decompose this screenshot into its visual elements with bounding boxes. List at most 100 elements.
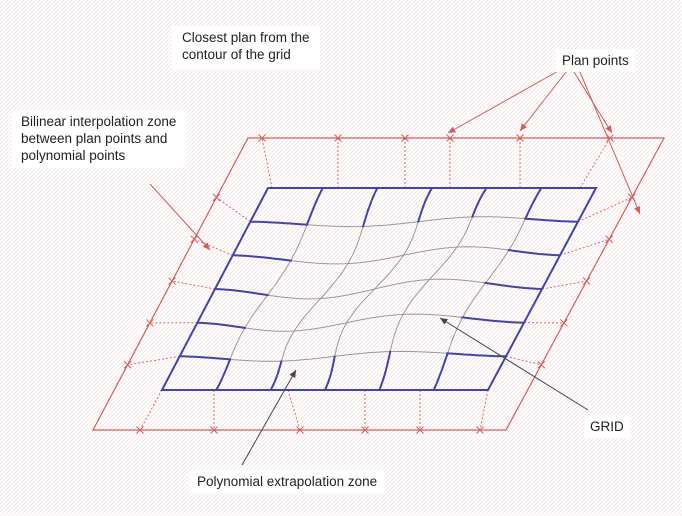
hatch-line — [439, 273, 682, 516]
hatch-line — [0, 0, 281, 281]
hatch-line — [0, 0, 477, 477]
hatch-line — [0, 0, 385, 385]
hatch-line — [0, 0, 89, 89]
hatch-line — [0, 0, 469, 469]
bilinear-zone-label: Bilinear interpolation zone between plan… — [12, 110, 187, 168]
hatch-line — [0, 0, 157, 157]
hatch-line — [0, 0, 201, 201]
hatch-line — [435, 269, 682, 516]
interpolation-link — [479, 389, 489, 431]
hatch-line — [0, 0, 129, 129]
extrapolated-segment — [471, 187, 488, 218]
hatch-line — [0, 0, 417, 417]
hatch-line — [0, 0, 321, 321]
hatch-line — [0, 0, 381, 381]
hatch-line — [0, 0, 105, 105]
hatch-line — [0, 0, 121, 121]
hatch-line — [0, 0, 353, 353]
hatch-line — [0, 0, 329, 329]
hatch-line — [0, 0, 205, 205]
plan-point-marker — [168, 277, 176, 285]
interpolation-link — [505, 355, 542, 366]
hatch-line — [0, 0, 409, 409]
plan-point-marker — [210, 426, 218, 434]
hatch-line — [0, 0, 301, 301]
plan-point-marker — [560, 319, 568, 327]
hatch-line — [0, 0, 261, 261]
bilinear-zone-label-line: between plan points and — [21, 131, 168, 146]
hatch-line — [487, 321, 682, 516]
hatch-line — [0, 0, 317, 317]
hatch-line — [0, 0, 145, 145]
grid-curve — [214, 278, 543, 300]
extrapolated-segment — [507, 248, 561, 257]
plan-points-pointer-head — [634, 206, 641, 214]
hatch-line — [0, 0, 269, 269]
hatch-line — [0, 0, 169, 169]
plan-point-marker — [446, 134, 454, 142]
plan-point-marker — [136, 426, 144, 434]
bilinear-zone-pointer-head — [202, 242, 210, 250]
hatch-line — [0, 0, 377, 377]
extrapolated-segment — [446, 352, 507, 358]
bilinear-zone-label-line: Bilinear interpolation zone — [21, 114, 177, 129]
hatch-line — [0, 0, 389, 389]
hatch-line — [0, 0, 365, 365]
plan-point-marker — [537, 360, 546, 369]
hatch-line — [0, 0, 225, 225]
interpolation-link — [127, 355, 180, 366]
hatch-line — [579, 413, 682, 516]
hatch-line — [431, 265, 682, 516]
extrapolated-segment — [378, 350, 392, 391]
hatch-line — [563, 397, 682, 516]
hatch-line — [0, 0, 449, 449]
hatch-line — [0, 0, 509, 509]
hatch-line — [0, 0, 453, 453]
hatch-line — [0, 0, 197, 197]
hatch-line — [0, 0, 425, 425]
hatch-line — [0, 0, 373, 373]
interpolation-link — [541, 280, 587, 290]
hatch-line — [447, 281, 682, 516]
hatch-line — [0, 0, 397, 397]
hatch-line — [0, 0, 349, 349]
hatch-line — [0, 0, 173, 173]
hatch-line — [0, 0, 297, 297]
plan-points-pointer — [447, 69, 561, 134]
hatch-line — [0, 0, 405, 405]
hatch-line — [0, 0, 221, 221]
hatch-line — [587, 421, 682, 516]
hatch-line — [423, 257, 682, 516]
hatch-line — [0, 0, 181, 181]
hatch-line — [0, 0, 109, 109]
hatch-line — [0, 0, 253, 253]
plan-point-marker — [605, 235, 614, 244]
hatch-line — [0, 0, 229, 229]
hatch-line — [0, 0, 113, 113]
plan-point-marker — [334, 134, 342, 142]
hatch-line — [0, 0, 285, 285]
hatch-line — [455, 289, 682, 516]
hatch-line — [0, 0, 401, 401]
hatch-line — [0, 0, 457, 457]
extrapolated-segment — [361, 187, 379, 228]
hatch-line — [0, 0, 369, 369]
extrapolated-segment — [179, 355, 232, 361]
hatch-line — [0, 0, 505, 505]
hatch-line — [0, 0, 249, 249]
interpolation-link — [287, 389, 301, 431]
extrapolated-segment — [215, 358, 232, 391]
hatch-line — [0, 0, 465, 465]
plan-point-marker — [582, 277, 591, 285]
extrapolated-segment — [524, 187, 543, 220]
plan-point-marker — [212, 193, 221, 202]
extrapolated-segment — [432, 352, 449, 391]
extrapolated-segment — [524, 217, 579, 223]
hatch-line — [0, 0, 437, 437]
closest-plan-label-line: contour of the grid — [182, 47, 291, 62]
hatch-line — [0, 0, 309, 309]
interpolation-link — [577, 196, 633, 223]
hatch-line — [463, 297, 682, 516]
hatch-line — [591, 425, 682, 516]
plan-points-pointer-head — [605, 125, 612, 133]
